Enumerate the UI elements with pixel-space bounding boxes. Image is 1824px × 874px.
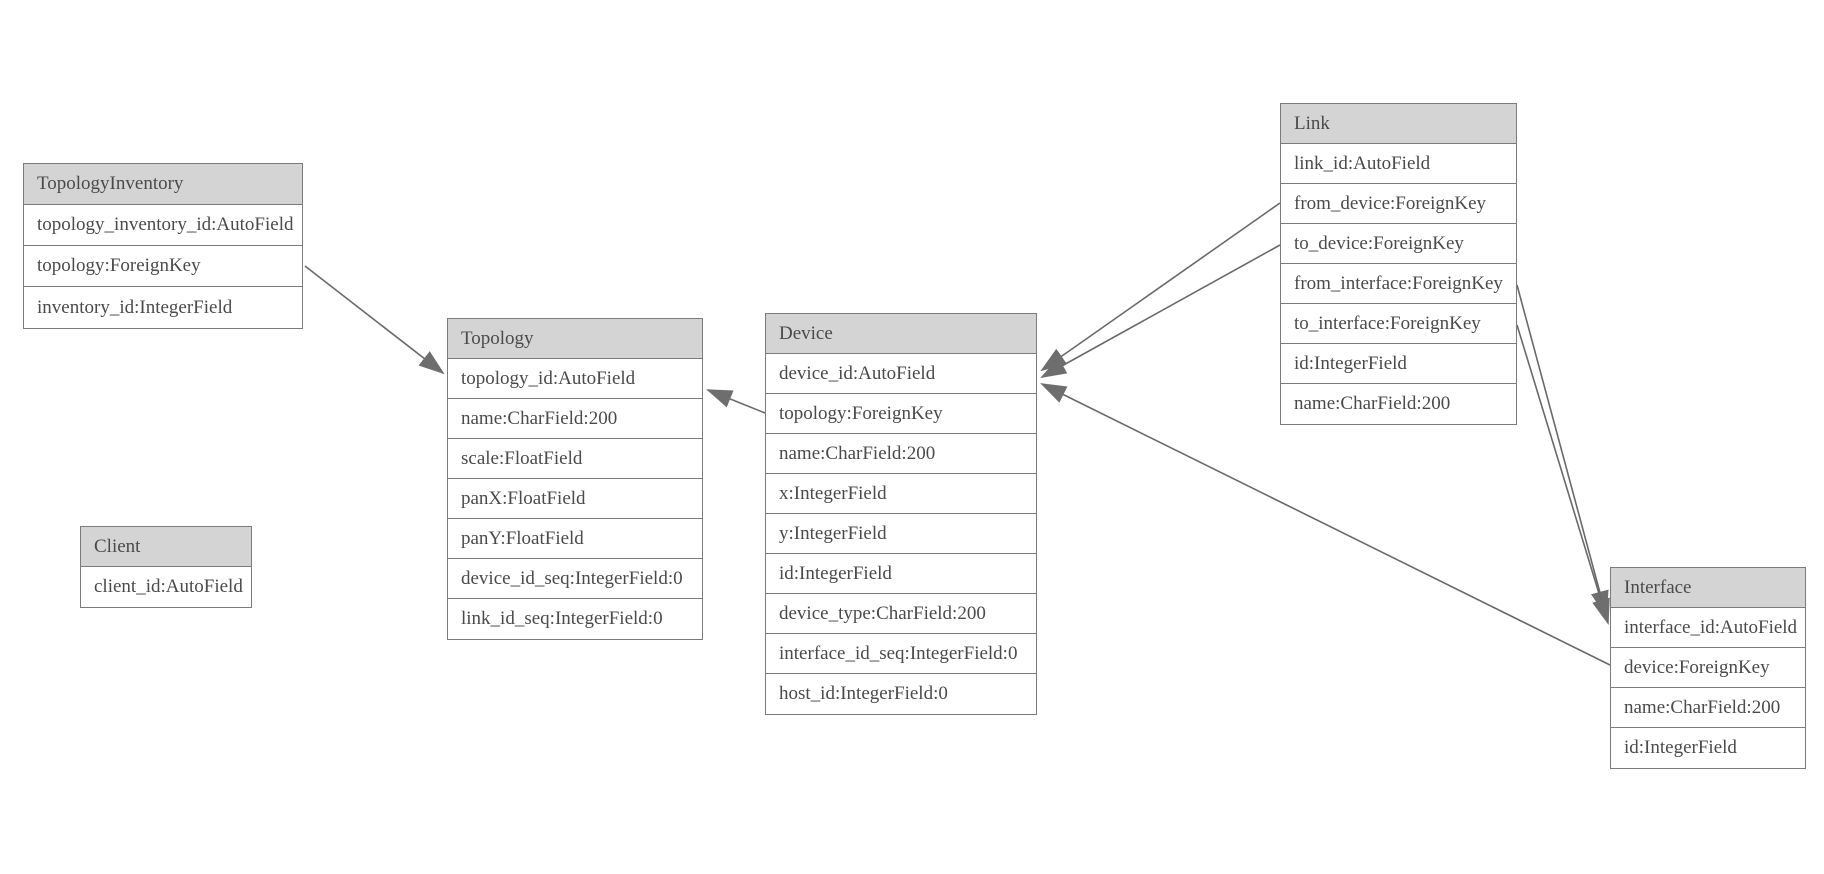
field-row-topology-topology_id: topology_id:AutoField [448, 359, 702, 399]
field-row-topology-link_id_seq: link_id_seq:IntegerField:0 [448, 599, 702, 639]
field-row-interface-interface_id: interface_id:AutoField [1611, 608, 1805, 648]
field-row-topologyinventory-inventory_id: inventory_id:IntegerField [24, 287, 302, 328]
field-row-topology-panX: panX:FloatField [448, 479, 702, 519]
field-row-device-name: name:CharField:200 [766, 434, 1036, 474]
field-row-device-topology: topology:ForeignKey [766, 394, 1036, 434]
field-row-link-name: name:CharField:200 [1281, 384, 1516, 424]
field-row-device-device_id: device_id:AutoField [766, 354, 1036, 394]
field-row-interface-name: name:CharField:200 [1611, 688, 1805, 728]
relationship-edge-link-from_interface [1516, 284, 1609, 618]
relationship-edge-link-to_device [1040, 244, 1281, 379]
table-header-interface: Interface [1611, 568, 1805, 608]
field-row-client-client_id: client_id:AutoField [81, 567, 251, 607]
field-row-device-interface_id_seq: interface_id_seq:IntegerField:0 [766, 634, 1036, 674]
field-row-link-from_interface: from_interface:ForeignKey [1281, 264, 1516, 304]
table-header-link: Link [1281, 104, 1516, 144]
field-row-interface-id: id:IntegerField [1611, 728, 1805, 768]
field-row-interface-device: device:ForeignKey [1611, 648, 1805, 688]
field-row-link-link_id: link_id:AutoField [1281, 144, 1516, 184]
relationship-edge-topologyinventory-topology [304, 265, 445, 375]
field-row-device-host_id: host_id:IntegerField:0 [766, 674, 1036, 714]
field-row-link-from_device: from_device:ForeignKey [1281, 184, 1516, 224]
field-row-topologyinventory-topology: topology:ForeignKey [24, 246, 302, 287]
field-row-link-to_interface: to_interface:ForeignKey [1281, 304, 1516, 344]
field-row-link-id: id:IntegerField [1281, 344, 1516, 384]
table-header-client: Client [81, 527, 251, 567]
field-row-topology-name: name:CharField:200 [448, 399, 702, 439]
field-row-topologyinventory-topology_inventory_id: topology_inventory_id:AutoField [24, 205, 302, 246]
relationship-edge-link-to_interface [1516, 324, 1610, 625]
table-header-topology: Topology [448, 319, 702, 359]
relationship-edge-link-from_device [1040, 202, 1281, 372]
relationship-edge-device-topology [706, 389, 766, 414]
relationship-edge-interface-device [1040, 383, 1611, 666]
field-row-topology-device_id_seq: device_id_seq:IntegerField:0 [448, 559, 702, 599]
field-row-topology-panY: panY:FloatField [448, 519, 702, 559]
table-header-topologyinventory: TopologyInventory [24, 164, 302, 205]
field-row-device-y: y:IntegerField [766, 514, 1036, 554]
table-header-device: Device [766, 314, 1036, 354]
field-row-topology-scale: scale:FloatField [448, 439, 702, 479]
field-row-device-device_type: device_type:CharField:200 [766, 594, 1036, 634]
field-row-device-x: x:IntegerField [766, 474, 1036, 514]
field-row-link-to_device: to_device:ForeignKey [1281, 224, 1516, 264]
field-row-device-id: id:IntegerField [766, 554, 1036, 594]
